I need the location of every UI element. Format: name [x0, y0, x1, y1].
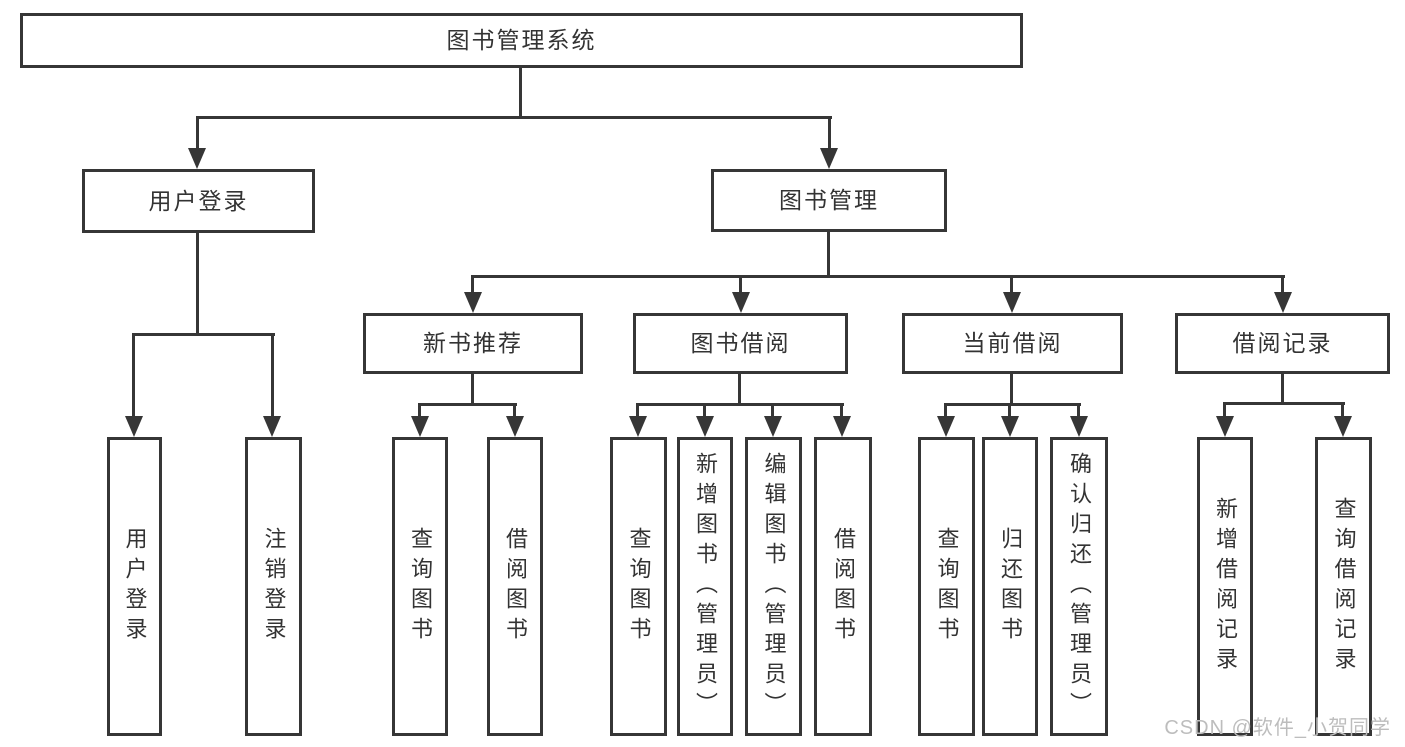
node-records-add: 新增借阅记录: [1197, 437, 1253, 736]
node-current-query: 查询图书: [918, 437, 975, 736]
connector-line: [1281, 277, 1284, 299]
connector-line: [132, 335, 135, 421]
arrow-head-icon: [937, 416, 955, 437]
connector-line: [1281, 374, 1284, 405]
node-label: 借阅图书: [831, 526, 856, 647]
node-label: 新书推荐: [423, 330, 523, 356]
csdn-watermark: CSDN @软件_小贺同学: [1164, 717, 1391, 739]
node-current-confirm: 确认归还（管理员）: [1050, 437, 1108, 736]
connector-line: [132, 333, 275, 336]
connector-line: [828, 118, 831, 154]
connector-line: [827, 232, 830, 277]
arrow-head-icon: [833, 416, 851, 437]
connector-line: [418, 403, 517, 406]
node-label: 查询图书: [408, 526, 433, 647]
connector-line: [271, 335, 274, 421]
node-root: 图书管理系统: [20, 13, 1023, 68]
connector-line: [739, 277, 742, 299]
connector-line: [636, 405, 639, 421]
arrow-head-icon: [506, 416, 524, 437]
node-label: 编辑图书（管理员）: [761, 451, 787, 722]
connector-line: [703, 405, 706, 421]
node-label: 归还图书: [998, 526, 1023, 647]
node-records-query: 查询借阅记录: [1315, 437, 1372, 736]
connector-line: [196, 233, 199, 336]
node-user-login: 用户登录: [82, 169, 315, 233]
arrow-head-icon: [629, 416, 647, 437]
connector-line: [471, 275, 1285, 278]
connector-line: [1077, 405, 1080, 421]
node-label: 图书借阅: [690, 330, 791, 356]
node-current-return: 归还图书: [982, 437, 1038, 736]
node-label: 查询图书: [626, 526, 652, 647]
node-label: 确认归还（管理员）: [1067, 451, 1092, 722]
connector-line: [519, 68, 522, 118]
node-label: 借阅图书: [503, 526, 528, 647]
connector-line: [418, 405, 421, 421]
connector-line: [840, 405, 843, 421]
node-label: 用户登录: [122, 526, 148, 647]
arrow-head-icon: [411, 416, 429, 437]
node-label: 查询图书: [934, 526, 960, 647]
connector-line: [636, 403, 844, 406]
node-login-user: 用户登录: [107, 437, 162, 736]
arrow-head-icon: [263, 416, 281, 437]
connector-line: [471, 374, 474, 406]
arrow-head-icon: [1334, 416, 1352, 437]
node-borrow-lend: 借阅图书: [814, 437, 872, 736]
connector-line: [513, 405, 516, 421]
arrow-head-icon: [732, 292, 750, 313]
node-borrow-records: 借阅记录: [1175, 313, 1390, 374]
connector-line: [771, 405, 774, 421]
connector-line: [1010, 277, 1013, 299]
node-book-borrow: 图书借阅: [633, 313, 848, 374]
arrow-head-icon: [1001, 416, 1019, 437]
connector-line: [1341, 404, 1344, 420]
connector-line: [1223, 404, 1226, 420]
node-borrow-edit: 编辑图书（管理员）: [745, 437, 802, 736]
arrow-head-icon: [125, 416, 143, 437]
arrow-head-icon: [820, 148, 838, 169]
node-label: 注销登录: [261, 526, 287, 647]
node-current-borrow: 当前借阅: [902, 313, 1123, 374]
arrow-head-icon: [1003, 292, 1021, 313]
connector-line: [944, 405, 947, 421]
arrow-head-icon: [1070, 416, 1088, 437]
node-login-logout: 注销登录: [245, 437, 302, 736]
connector-line: [471, 277, 474, 299]
arrow-head-icon: [1274, 292, 1292, 313]
node-rec-borrow: 借阅图书: [487, 437, 543, 736]
node-label: 查询借阅记录: [1331, 496, 1357, 677]
node-label: 图书管理: [779, 187, 879, 213]
arrow-head-icon: [1216, 416, 1234, 437]
node-label: 图书管理系统: [446, 27, 597, 53]
node-borrow-query: 查询图书: [610, 437, 667, 736]
node-new-book-rec: 新书推荐: [363, 313, 583, 374]
connector-line: [196, 118, 199, 154]
arrow-head-icon: [696, 416, 714, 437]
connector-line: [1008, 405, 1011, 421]
node-book-mgmt: 图书管理: [711, 169, 947, 232]
arrow-head-icon: [464, 292, 482, 313]
node-label: 新增图书（管理员）: [693, 451, 718, 722]
arrow-head-icon: [188, 148, 206, 169]
connector-line: [1223, 402, 1345, 405]
node-label: 当前借阅: [962, 330, 1063, 356]
connector-line: [1010, 374, 1013, 406]
connector-line: [196, 116, 832, 119]
node-label: 用户登录: [148, 187, 249, 214]
node-label: 新增借阅记录: [1213, 496, 1238, 677]
node-rec-query: 查询图书: [392, 437, 448, 736]
node-borrow-add: 新增图书（管理员）: [677, 437, 733, 736]
connector-line: [944, 403, 1081, 406]
arrow-head-icon: [764, 416, 782, 437]
connector-line: [738, 374, 741, 406]
node-label: 借阅记录: [1232, 330, 1333, 356]
